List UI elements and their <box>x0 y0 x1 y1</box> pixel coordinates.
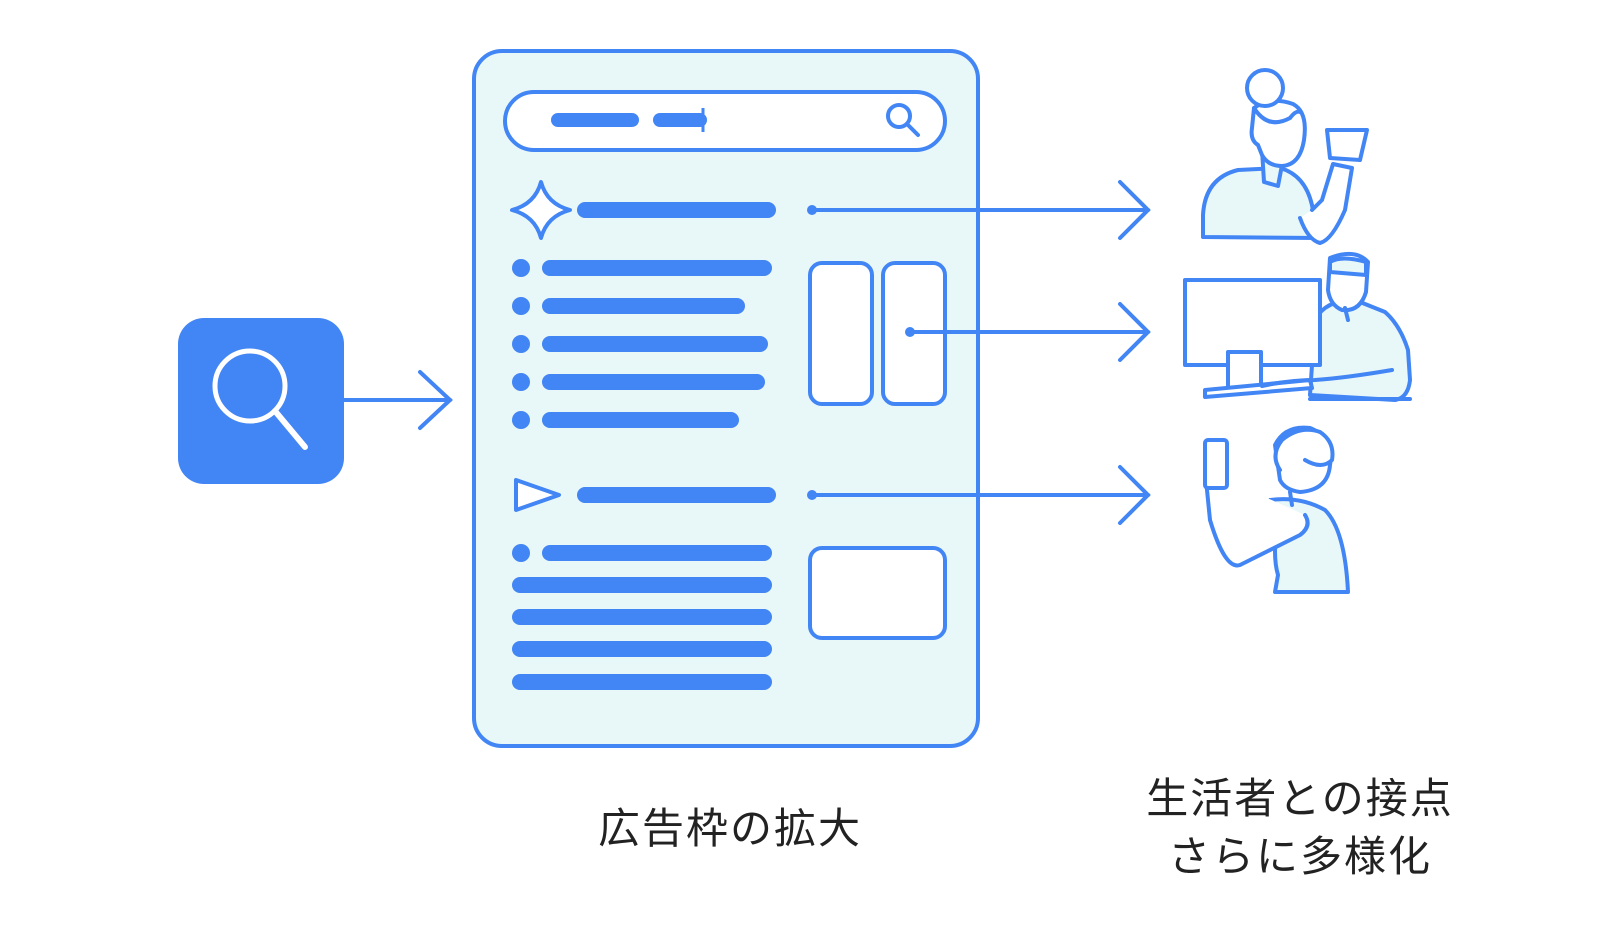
arrow-to-person-3 <box>807 465 1151 525</box>
search-app-icon <box>178 318 344 484</box>
person-at-computer-icon <box>1183 251 1412 402</box>
result-list-2 <box>512 544 772 690</box>
arrow-to-person-1 <box>807 180 1151 240</box>
magnifier-icon <box>886 103 920 137</box>
caption-touchpoints: 生活者との接点 さらに多様化 <box>1090 770 1510 886</box>
play-icon <box>514 478 561 512</box>
person-with-card-icon <box>1201 68 1369 245</box>
search-bar <box>503 90 947 152</box>
person-with-phone-icon <box>1203 425 1350 594</box>
arrow-to-person-2 <box>905 302 1151 362</box>
wide-ad-slot <box>808 546 947 640</box>
caption-touchpoints-line2: さらに多様化 <box>1167 832 1432 881</box>
caption-ad-space: 広告枠の拡大 <box>597 804 862 853</box>
sparkle-icon <box>510 180 572 240</box>
vertical-ad-slots <box>808 261 947 406</box>
arrow-search-to-page <box>342 370 453 430</box>
result-list-1 <box>512 259 772 429</box>
caption-touchpoints-line1: 生活者との接点 <box>1146 774 1454 823</box>
